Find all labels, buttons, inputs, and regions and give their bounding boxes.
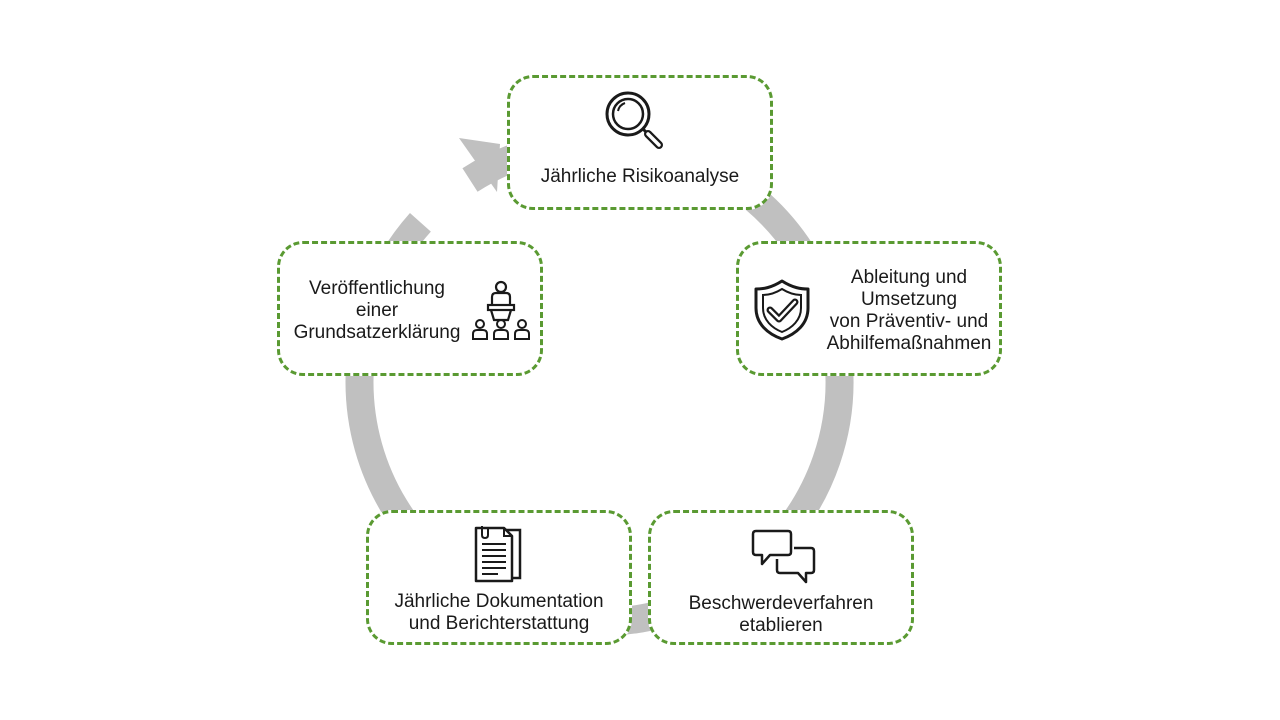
chat-bubbles-icon: [750, 528, 818, 586]
step-measures: Ableitung und Umsetzung von Präventiv- u…: [736, 241, 1002, 376]
shield-check-icon: [753, 278, 811, 342]
cycle-arrowhead: [459, 138, 500, 192]
step-complaints: Beschwerdeverfahren etablieren: [648, 510, 914, 645]
step-measures-label: Ableitung und Umsetzung von Präventiv- u…: [826, 267, 992, 354]
step-policy-statement: Veröffentlichung einer Grundsatzerklärun…: [277, 241, 543, 376]
step-complaints-label: Beschwerdeverfahren etablieren: [688, 593, 874, 636]
magnifier-icon: [604, 90, 666, 152]
step-risk-analysis-label: Jährliche Risikoanalyse: [540, 166, 740, 187]
step-risk-analysis: Jährliche Risikoanalyse: [507, 75, 773, 210]
step-documentation-label: Jährliche Dokumentation und Berichtersta…: [394, 591, 604, 634]
step-policy-statement-label: Veröffentlichung einer Grundsatzerklärun…: [293, 278, 461, 343]
document-icon: [472, 525, 524, 583]
step-documentation: Jährliche Dokumentation und Berichtersta…: [366, 510, 632, 645]
speaker-audience-icon: [470, 280, 532, 342]
